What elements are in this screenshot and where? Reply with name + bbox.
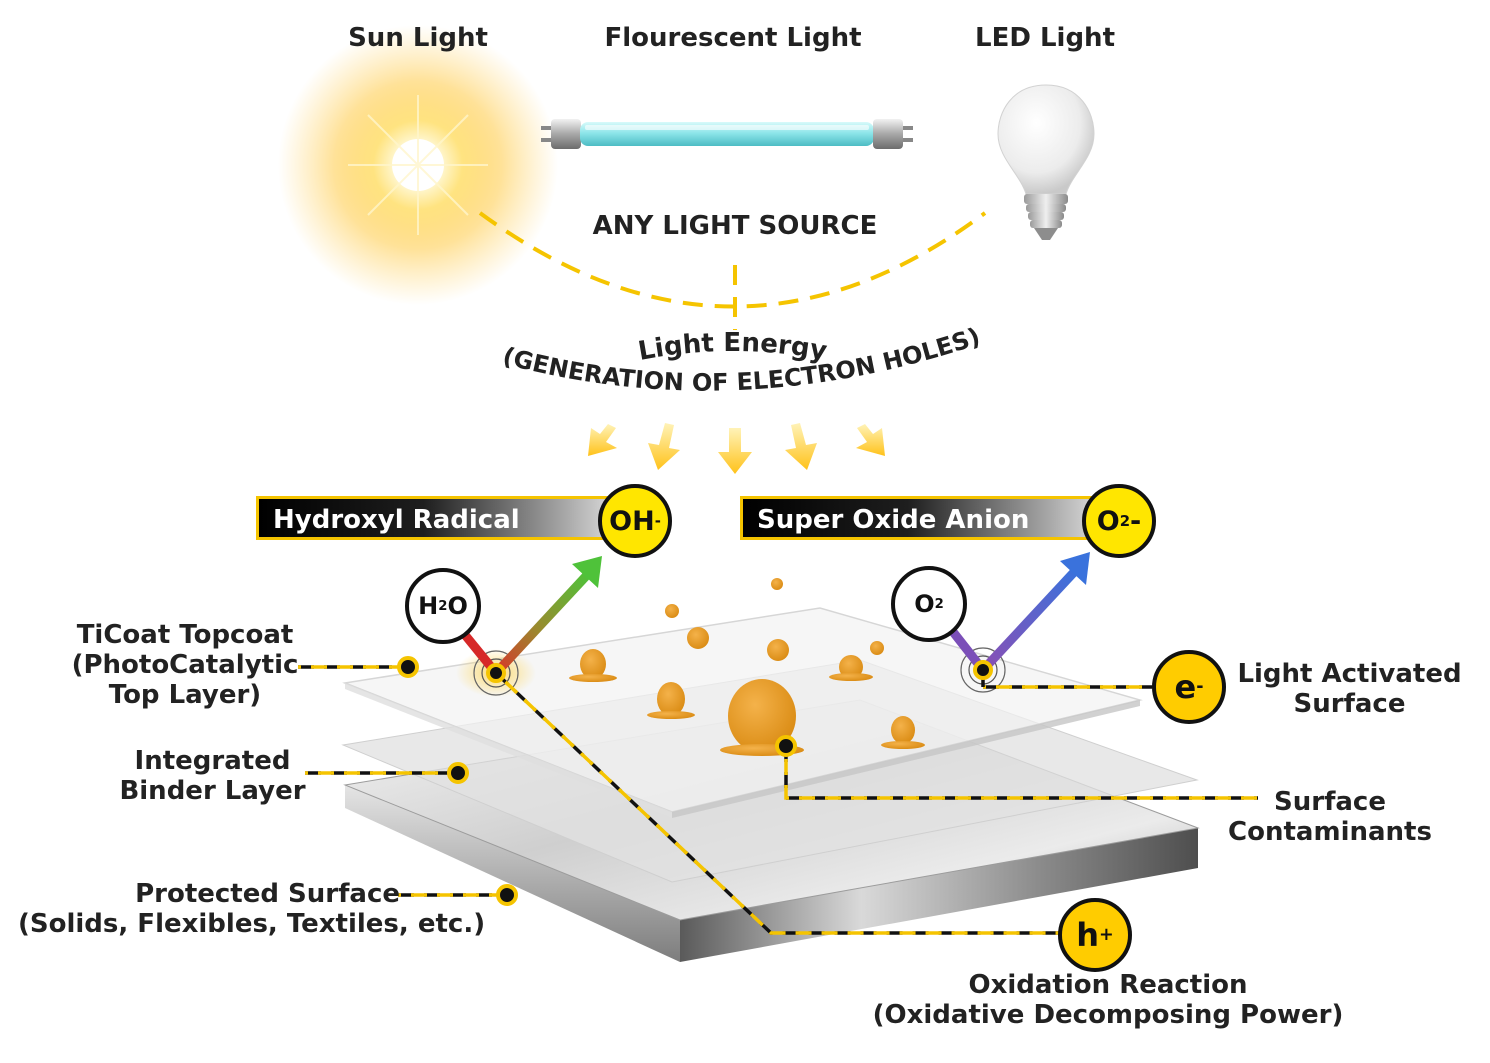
super-oxide-anion-banner: Super Oxide Anion xyxy=(740,496,1112,540)
sun-icon xyxy=(278,25,558,305)
protected-dot xyxy=(496,884,518,906)
light-energy-arrows xyxy=(588,423,885,474)
electron-badge: e- xyxy=(1152,650,1226,724)
topcoat-label: TiCoat Topcoat (PhotoCatalytic Top Layer… xyxy=(71,620,299,710)
energy-arrow-3 xyxy=(718,428,752,474)
leader-lines xyxy=(298,665,1258,935)
light-energy-label: Light Energy xyxy=(636,328,829,367)
led-bulb-icon xyxy=(997,84,1095,240)
protected-surface-label: Protected Surface xyxy=(135,879,400,909)
hydroxyl-radical-label: Hydroxyl Radical xyxy=(273,505,520,535)
surface-contaminants xyxy=(569,578,925,756)
superoxide-reaction-arrow xyxy=(946,552,1090,674)
energy-arrow-5 xyxy=(856,424,885,456)
contaminants-leader xyxy=(784,746,1258,800)
hydroxyl-badge: OH- xyxy=(598,484,672,558)
energy-arrow-2 xyxy=(648,423,680,470)
electron-holes-label: (GENERATION OF ELECTRON HOLES) xyxy=(500,322,984,396)
hole-badge: h+ xyxy=(1058,898,1132,972)
contaminant-dot xyxy=(775,735,797,757)
topcoat-dot xyxy=(397,656,419,678)
any-light-source-label: ANY LIGHT SOURCE xyxy=(592,211,878,241)
hydroxyl-radical-banner: Hydroxyl Radical xyxy=(256,496,628,540)
binder-dot xyxy=(447,762,469,784)
energy-arrow-1 xyxy=(588,424,617,456)
fluorescent-light-label: Flourescent Light xyxy=(604,23,862,53)
protected-surface-sublabel: (Solids, Flexibles, Textiles, etc.) xyxy=(18,909,486,939)
fluorescent-tube-icon xyxy=(541,119,913,149)
led-light-label: LED Light xyxy=(975,23,1115,53)
super-oxide-anion-label: Super Oxide Anion xyxy=(757,505,1030,535)
sun-light-label: Sun Light xyxy=(348,23,488,53)
oxidation-reaction-label: Oxidation Reaction (Oxidative Decomposin… xyxy=(872,970,1344,1030)
surface-contaminants-label: Surface Contaminants xyxy=(1228,787,1432,847)
active-dot-right xyxy=(973,660,993,680)
energy-arrow-4 xyxy=(785,423,817,470)
binder-label: Integrated Binder Layer xyxy=(119,746,306,806)
oxidation-leader xyxy=(494,671,1060,935)
leader-dots xyxy=(397,656,993,906)
light-activated-surface-label: Light Activated Surface xyxy=(1237,659,1462,719)
active-dot-left xyxy=(486,663,506,683)
